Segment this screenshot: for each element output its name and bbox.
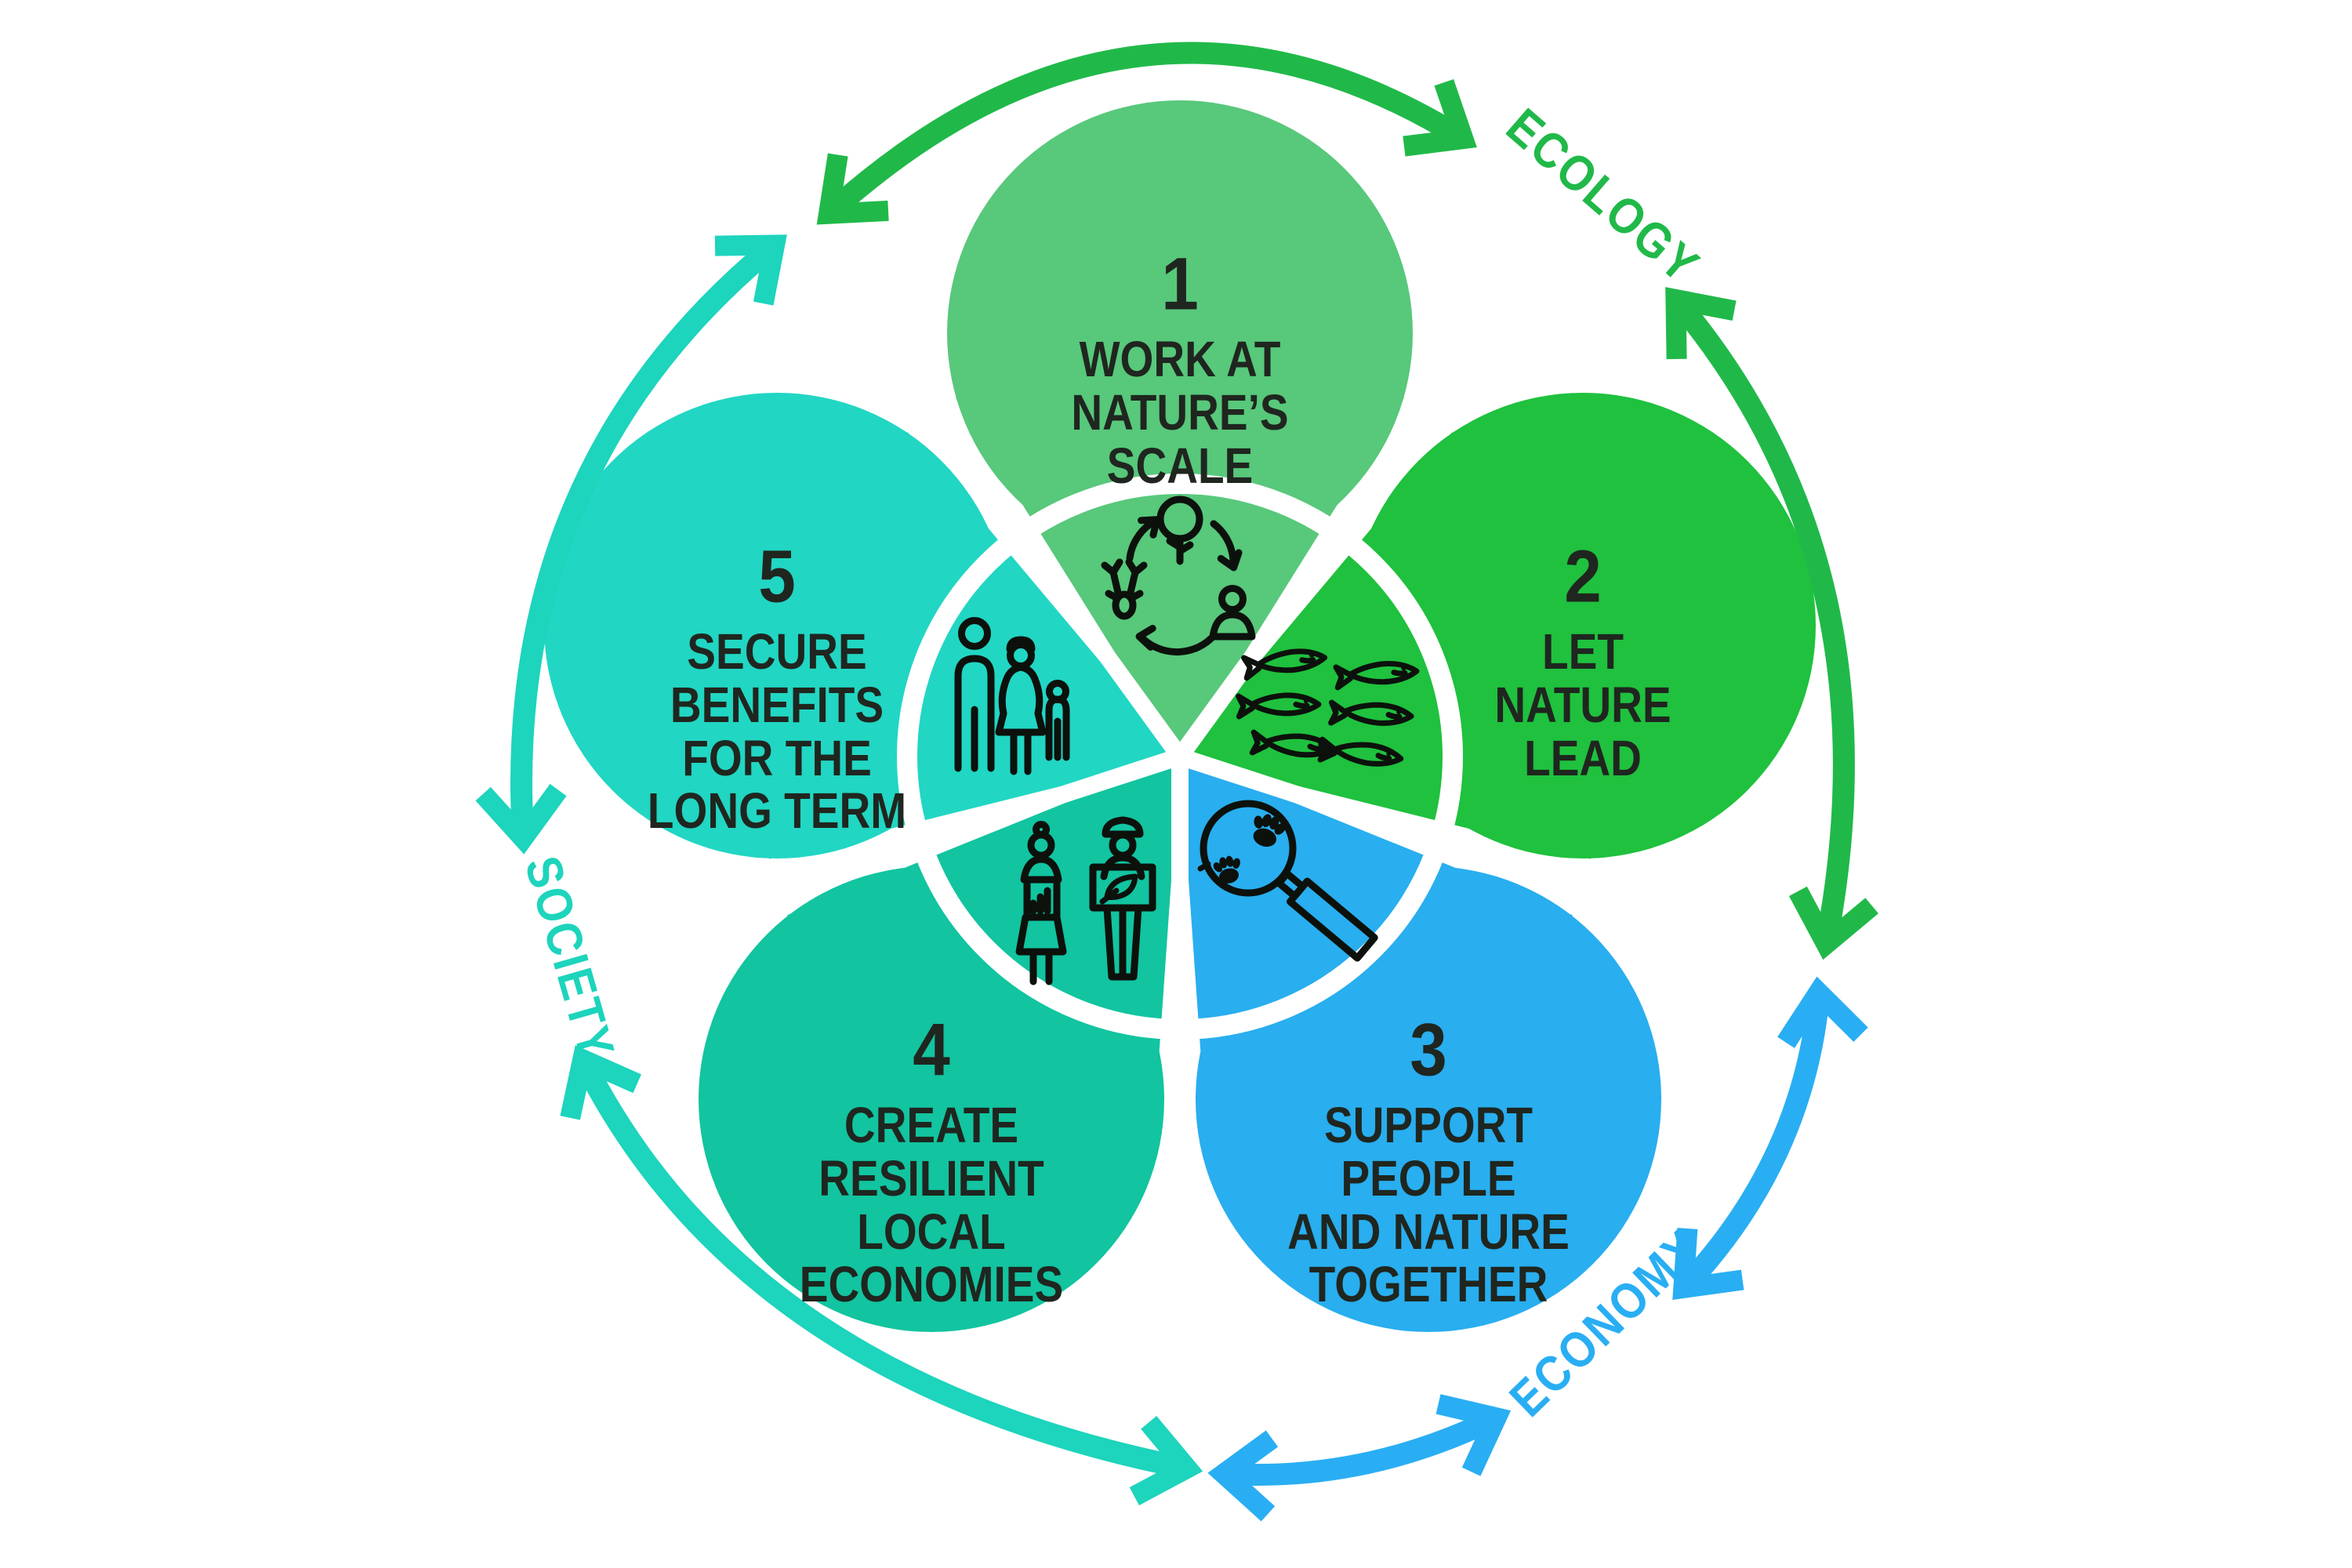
petal-1-label: WORK AT NATURE’S SCALE	[1071, 331, 1289, 494]
cycle-arrows-icon	[1126, 513, 1243, 656]
people-with-signs-icon	[1015, 816, 1156, 985]
child-figure-icon	[1045, 680, 1070, 761]
deer-icon	[1101, 558, 1148, 620]
paw-magnifier-icon	[1197, 800, 1378, 962]
petal-1-number: 1	[1161, 242, 1199, 326]
center-ring	[897, 474, 1463, 1040]
petal-5-label: SECURE BENEFITS FOR THE LONG TERM	[647, 623, 907, 840]
petal-5-number: 5	[758, 535, 796, 619]
petal-support-people-and-nature	[1180, 757, 1661, 1332]
person-icon	[1209, 585, 1256, 641]
tree-icon	[1156, 495, 1203, 565]
ecology-arc	[804, 42, 1872, 952]
petal-3-label: SUPPORT PEOPLE AND NATURE TOGETHER	[1287, 1097, 1570, 1313]
woman-with-tablet-icon	[1015, 821, 1067, 985]
economy-arc	[1221, 989, 1860, 1514]
family-icon	[954, 617, 1070, 775]
petal-4-label: CREATE RESILIENT LOCAL ECONOMIES	[799, 1097, 1064, 1313]
petal-3-number: 3	[1410, 1008, 1447, 1092]
petal-2-number: 2	[1564, 535, 1602, 619]
petal-2-label: LET NATURE LEAD	[1494, 623, 1671, 786]
man-figure-icon	[954, 617, 995, 772]
man-with-leaf-sign-icon	[1089, 816, 1156, 981]
society-arc	[483, 216, 1194, 1505]
pregnant-woman-figure-icon	[995, 636, 1047, 775]
petal-4-number: 4	[913, 1008, 950, 1092]
nutrient-cycle-icon	[1101, 495, 1256, 656]
